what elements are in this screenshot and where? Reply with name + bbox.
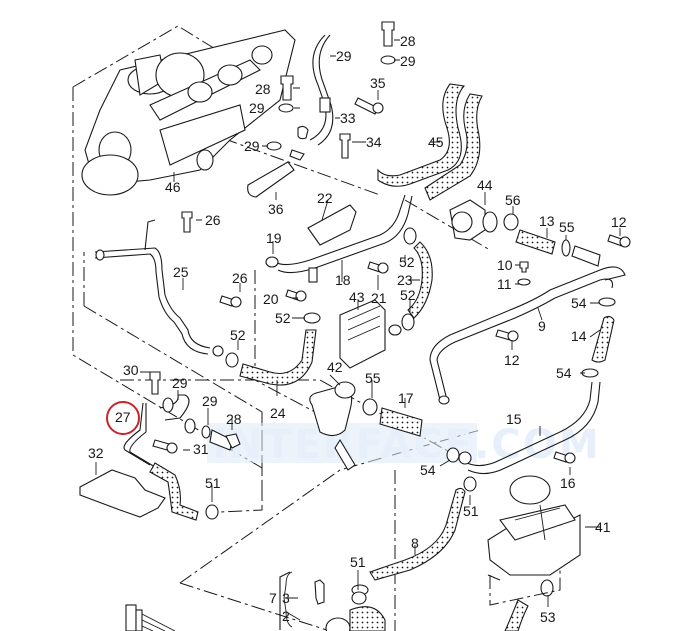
callout-29[interactable]: 29 (249, 100, 265, 116)
hose-45 (377, 83, 483, 201)
callout-3[interactable]: 3 (282, 590, 290, 606)
callout-27[interactable]: 27 (115, 409, 131, 425)
pipe-18-group (265, 194, 413, 324)
callout-55[interactable]: 55 (365, 370, 381, 386)
callout-7[interactable]: 7 (269, 590, 277, 606)
callout-35[interactable]: 35 (370, 75, 386, 91)
callout-14[interactable]: 14 (571, 328, 587, 344)
pipe-15 (458, 381, 601, 475)
callout-23[interactable]: 23 (397, 272, 413, 288)
callout-24[interactable]: 24 (270, 405, 286, 421)
pipe-25 (94, 211, 242, 357)
callout-18[interactable]: 18 (335, 272, 351, 288)
callout-46[interactable]: 46 (165, 179, 181, 195)
callout-31[interactable]: 31 (193, 441, 209, 457)
callout-12[interactable]: 12 (611, 214, 627, 230)
radiator (125, 604, 176, 631)
callout-56[interactable]: 56 (505, 192, 521, 208)
callout-labels: 28 29 29 35 28 29 33 29 34 45 46 36 22 4… (88, 33, 627, 625)
callout-30[interactable]: 30 (123, 362, 139, 378)
callout-29[interactable]: 29 (400, 53, 416, 69)
callout-25[interactable]: 25 (173, 264, 189, 280)
oil-lines (297, 34, 334, 146)
callout-26[interactable]: 26 (232, 270, 248, 286)
callout-28[interactable]: 28 (255, 81, 271, 97)
hose-24 (225, 329, 317, 386)
plate-part (79, 469, 166, 518)
coolant-flange (309, 381, 423, 471)
heat-shield-part (247, 161, 295, 198)
callout-52[interactable]: 52 (275, 310, 291, 326)
hose-53-group (489, 570, 561, 631)
callout-42[interactable]: 42 (327, 359, 343, 375)
hose-23 (401, 227, 433, 331)
hose-14 (581, 297, 616, 378)
fasteners-top (266, 21, 396, 161)
callout-21[interactable]: 21 (371, 290, 387, 306)
callout-8[interactable]: 8 (411, 535, 419, 551)
callout-19[interactable]: 19 (266, 230, 282, 246)
callout-12[interactable]: 12 (504, 352, 520, 368)
callout-29[interactable]: 29 (244, 138, 260, 154)
callout-29[interactable]: 29 (202, 393, 218, 409)
callout-22[interactable]: 22 (317, 190, 333, 206)
callout-52[interactable]: 52 (230, 327, 246, 343)
callout-10[interactable]: 10 (497, 257, 513, 273)
callout-28[interactable]: 28 (226, 411, 242, 427)
callout-29[interactable]: 29 (336, 48, 352, 64)
callout-26[interactable]: 26 (205, 212, 221, 228)
callout-51[interactable]: 51 (350, 554, 366, 570)
callout-9[interactable]: 9 (538, 318, 546, 334)
callout-54[interactable]: 54 (571, 295, 587, 311)
callout-28[interactable]: 28 (400, 33, 416, 49)
callout-34[interactable]: 34 (366, 134, 382, 150)
callout-29[interactable]: 29 (172, 375, 188, 391)
hose-13-group (503, 213, 631, 267)
callout-13[interactable]: 13 (539, 213, 555, 229)
callout-11[interactable]: 11 (497, 276, 512, 292)
callout-45[interactable]: 45 (428, 134, 444, 150)
hose-8 (351, 476, 477, 596)
clamp-part (446, 447, 460, 463)
pipe-27 (123, 402, 219, 521)
callout-44[interactable]: 44 (477, 177, 493, 193)
thermostat-housing (449, 199, 498, 241)
callout-16[interactable]: 16 (560, 475, 576, 491)
brace-7 (283, 571, 293, 628)
callout-15[interactable]: 15 (506, 411, 522, 427)
callout-55[interactable]: 55 (559, 219, 575, 235)
callout-51[interactable]: 51 (205, 475, 221, 491)
callout-41[interactable]: 41 (595, 519, 611, 535)
callout-53[interactable]: 53 (540, 609, 556, 625)
callout-32[interactable]: 32 (88, 445, 104, 461)
highlight-circle (106, 401, 140, 435)
callout-36[interactable]: 36 (268, 201, 284, 217)
leader-lines (95, 39, 621, 621)
callout-43[interactable]: 43 (349, 289, 365, 305)
oil-cooler (339, 299, 402, 369)
lower-center-assembly (279, 571, 386, 631)
callout-33[interactable]: 33 (340, 110, 356, 126)
callout-20[interactable]: 20 (263, 291, 279, 307)
callout-52[interactable]: 52 (399, 254, 415, 270)
callout-54[interactable]: 54 (420, 462, 436, 478)
callout-54[interactable]: 54 (556, 365, 572, 381)
pipe-9 (429, 261, 626, 405)
callout-17[interactable]: 17 (398, 390, 414, 406)
expansion-tank (487, 475, 581, 581)
callout-52[interactable]: 52 (400, 287, 416, 303)
lower-left-fasteners (149, 371, 241, 454)
turbocharger-manifold (81, 29, 296, 196)
callout-51[interactable]: 51 (463, 503, 479, 519)
